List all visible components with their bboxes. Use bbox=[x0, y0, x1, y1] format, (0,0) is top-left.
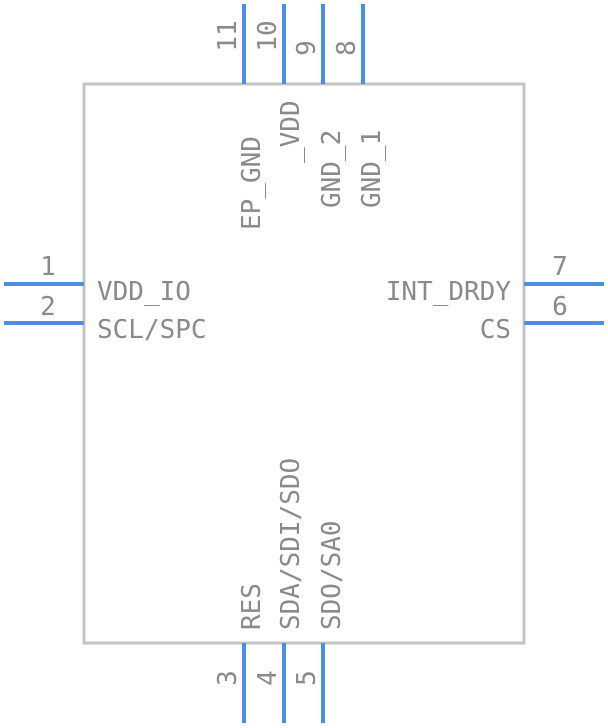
pin-9-name: GND_2 bbox=[317, 130, 347, 208]
pin-6-number: 6 bbox=[552, 292, 568, 322]
pin-9-number: 9 bbox=[292, 40, 322, 56]
pin-10-name: _VDD bbox=[276, 100, 306, 163]
pin-3-name: RES bbox=[237, 583, 267, 630]
pin-6-name: CS bbox=[480, 315, 511, 345]
pin-11-number: 11 bbox=[213, 20, 243, 51]
pin-10-number: 10 bbox=[253, 20, 283, 51]
pin-4-number: 4 bbox=[253, 670, 283, 686]
pin-8-number: 8 bbox=[332, 40, 362, 56]
pin-8-name: GND_1 bbox=[357, 130, 387, 208]
pin-1-number: 1 bbox=[40, 252, 56, 282]
pin-3-number: 3 bbox=[213, 670, 243, 686]
pin-1-name: VDD_IO bbox=[97, 277, 191, 307]
pin-5-number: 5 bbox=[292, 670, 322, 686]
pin-7-number: 7 bbox=[552, 252, 568, 282]
pin-4-name: SDA/SDI/SDO bbox=[276, 458, 306, 630]
pin-11-name: EP_GND bbox=[237, 136, 267, 230]
component-body bbox=[82, 82, 526, 645]
pin-2-number: 2 bbox=[40, 292, 56, 322]
pin-5-name: SDO/SA0 bbox=[317, 520, 347, 630]
pin-2-name: SCL/SPC bbox=[97, 315, 207, 345]
pin-7-name: INT_DRDY bbox=[386, 277, 512, 307]
